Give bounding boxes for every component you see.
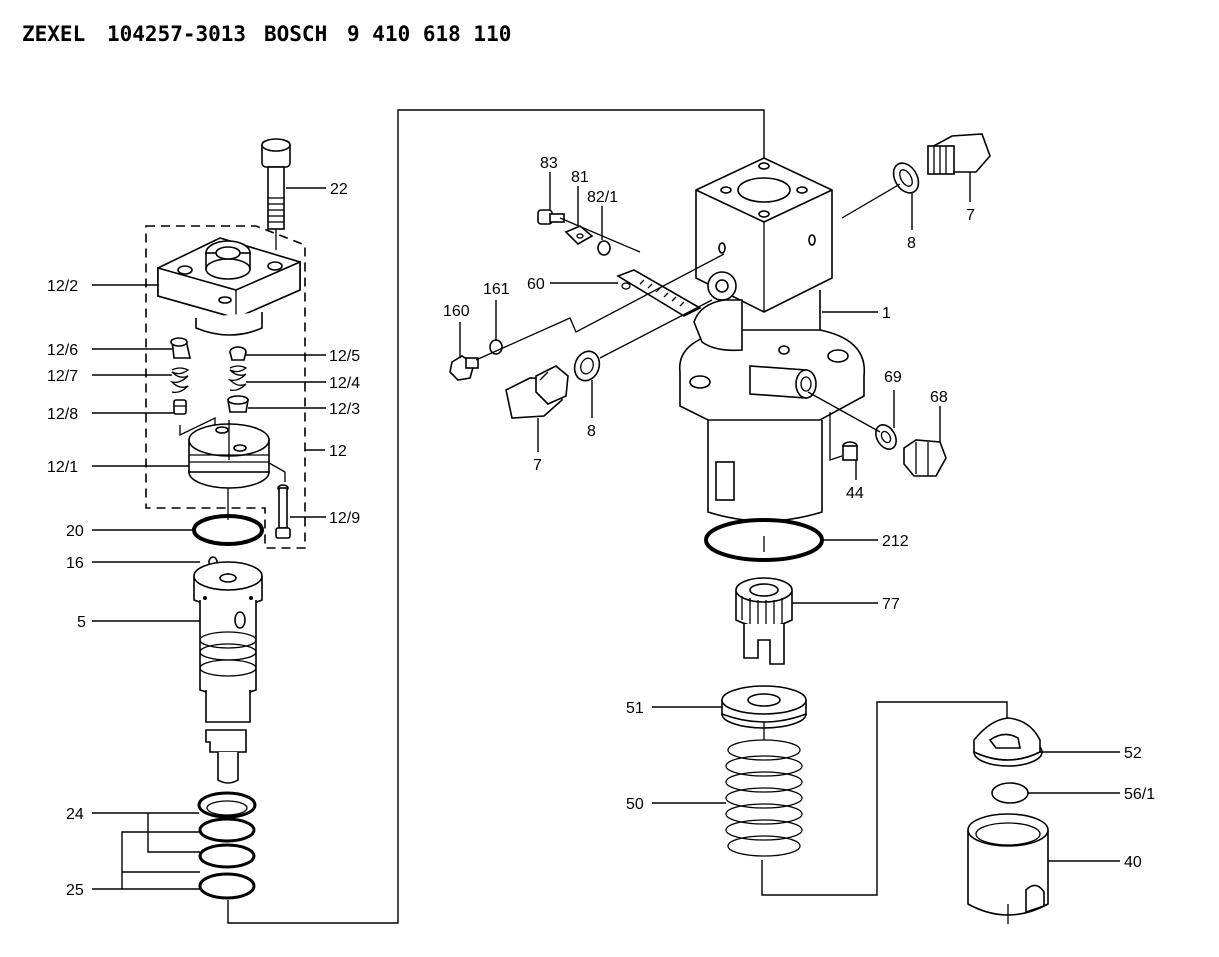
group-12-outline	[145, 225, 306, 549]
callout-8b: 8	[587, 423, 596, 440]
callout-24: 24	[66, 806, 84, 823]
part-7-plug-lower	[505, 365, 569, 419]
part-8-washer-upper	[892, 162, 920, 194]
callout-7b: 7	[533, 457, 542, 474]
part-69-washer	[875, 424, 897, 450]
part-51-spring-seat	[721, 685, 807, 729]
callout-160: 160	[443, 303, 470, 320]
part-52-lower-spring-seat	[973, 717, 1043, 767]
assembly-connector-line	[227, 109, 765, 924]
part-8-lower-axis	[599, 299, 713, 359]
part-68-axis	[807, 391, 881, 433]
callout-56-1: 56/1	[1124, 786, 1155, 803]
callout-12-7: 12/7	[47, 368, 78, 385]
callout-12-2: 12/2	[47, 278, 78, 295]
callout-212: 212	[882, 533, 909, 550]
callout-12: 12	[329, 443, 347, 460]
callout-24-25-bracket	[92, 813, 200, 890]
part-25-ring-a	[198, 817, 256, 843]
callout-20: 20	[66, 523, 84, 540]
callout-22: 22	[330, 181, 348, 198]
part-68-plug	[903, 439, 947, 477]
part-44-pin	[842, 441, 858, 461]
part-12-6-valve-body	[170, 337, 191, 359]
assembly-connector-line-lower	[761, 701, 1008, 896]
callout-51: 51	[626, 700, 644, 717]
part-161-washer	[489, 339, 503, 355]
part-8-washer-lower	[573, 350, 601, 382]
part-12-2-flange	[157, 237, 301, 336]
callout-16: 16	[66, 555, 84, 572]
part-1-pump-housing	[679, 157, 866, 522]
part-12-8-valve	[173, 399, 187, 415]
part-83-bolt	[537, 209, 565, 225]
part-12-1-delivery-valve-holder	[188, 420, 270, 489]
part-69-washer-hole	[880, 430, 892, 444]
header-brand-bosch: BOSCH	[264, 22, 328, 46]
part-22-screw	[261, 138, 291, 230]
callout-12-5: 12/5	[329, 348, 360, 365]
callout-12-9: 12/9	[329, 510, 360, 527]
callout-44: 44	[846, 485, 864, 502]
part-12-3-valve	[227, 395, 249, 413]
callout-77: 77	[882, 596, 900, 613]
part-8-washer-upper-hole	[899, 169, 913, 187]
part-44-axis	[829, 412, 843, 461]
part-82-1-washer	[597, 240, 611, 256]
callout-50: 50	[626, 796, 644, 813]
callout-1: 1	[882, 305, 891, 322]
callout-12-8: 12/8	[47, 406, 78, 423]
part-5-plunger-barrel	[193, 561, 263, 784]
callout-52: 52	[1124, 745, 1142, 762]
callout-12-4: 12/4	[329, 375, 360, 392]
header-bosch-part-number: 9 410 618 110	[347, 22, 512, 46]
part-24-ring	[197, 791, 257, 819]
part-25-ring-c	[198, 872, 256, 900]
part-20-o-ring	[192, 514, 264, 546]
part-160-screw	[449, 355, 479, 381]
callout-161: 161	[483, 281, 510, 298]
part-12-4-spring	[227, 365, 248, 392]
part-12-7-spring	[169, 367, 190, 394]
part-8-washer-lower-hole	[580, 357, 594, 375]
part-60-scale-plate	[616, 269, 702, 317]
callout-60: 60	[527, 276, 545, 293]
part-83-axis	[559, 217, 641, 253]
callout-8a: 8	[907, 235, 916, 252]
callout-12-6: 12/6	[47, 342, 78, 359]
part-56-1-shim	[991, 782, 1029, 804]
callout-82-1: 82/1	[587, 189, 618, 206]
header-brand-zexel: ZEXEL	[22, 22, 86, 46]
part-12-5-seat	[229, 346, 247, 361]
header-zexel-part-number: 104257-3013	[107, 22, 247, 46]
part-40-roller-tappet	[967, 813, 1049, 924]
part-8-upper-axis	[841, 183, 901, 219]
callout-5: 5	[77, 614, 86, 631]
part-77-control-sleeve	[735, 577, 793, 665]
callout-40: 40	[1124, 854, 1142, 871]
part-12-9-screw	[275, 484, 291, 539]
part-50-spring	[725, 722, 803, 857]
part-160-zigzag-axis	[475, 253, 725, 361]
part-81-bracket	[564, 225, 594, 245]
callout-12-3: 12/3	[329, 401, 360, 418]
callout-83: 83	[540, 155, 558, 172]
callout-68: 68	[930, 389, 948, 406]
part-7-plug-upper	[927, 133, 991, 175]
callout-25: 25	[66, 882, 84, 899]
callout-7a: 7	[966, 207, 975, 224]
part-25-ring-b	[198, 843, 256, 869]
callout-81: 81	[571, 169, 589, 186]
callout-12-1: 12/1	[47, 459, 78, 476]
callout-69: 69	[884, 369, 902, 386]
